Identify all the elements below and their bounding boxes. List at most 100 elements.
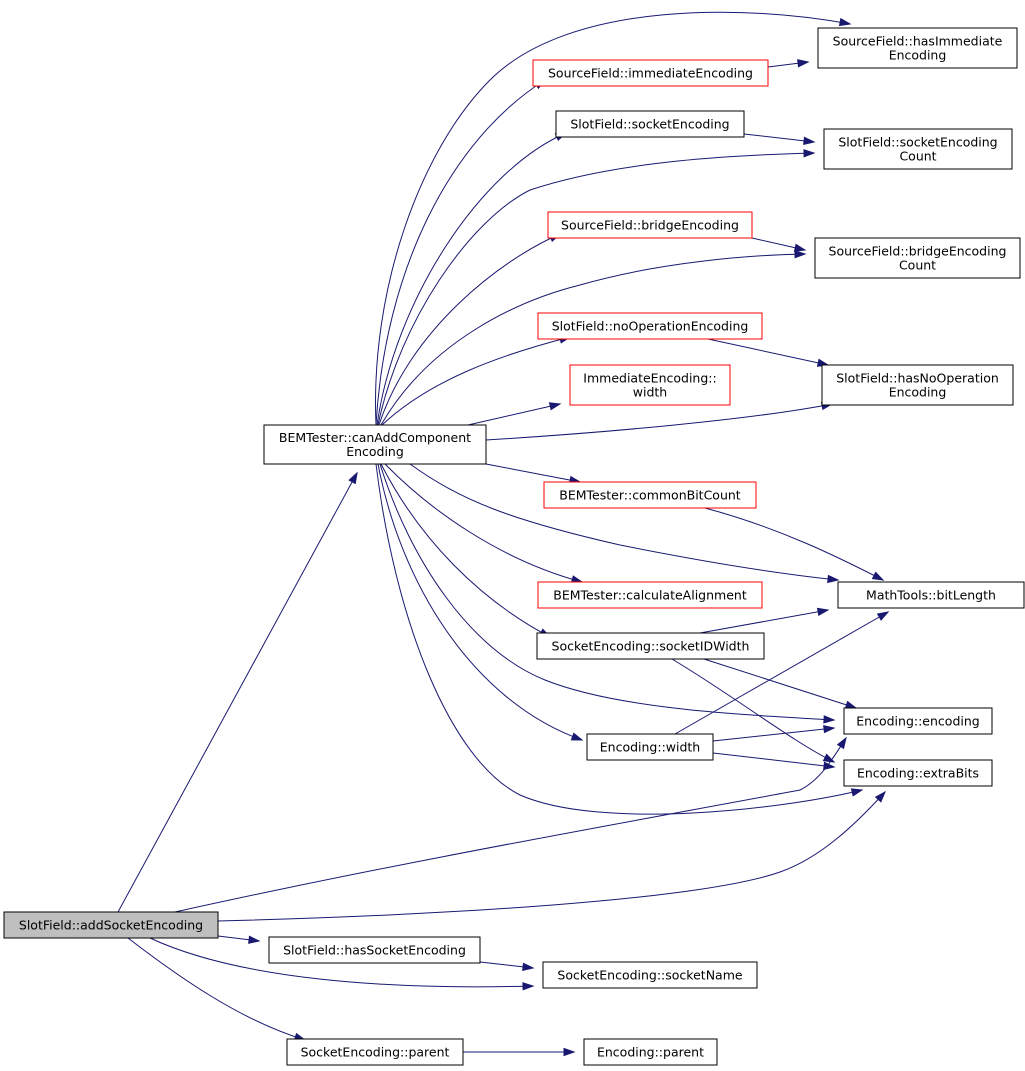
node-label: SourceField::bridgeEncoding	[829, 244, 1007, 259]
nodes-layer: SlotField::addSocketEncoding BEMTester::c…	[3, 27, 1025, 1066]
node-box	[586, 733, 714, 761]
node-box	[543, 481, 757, 509]
node-socketParent[interactable]: SocketEncoding::parent	[286, 1038, 464, 1066]
edge-socketIDWidth-to-encodingEncoding	[703, 658, 858, 709]
edge-encodingWidth-to-extraBits	[712, 752, 836, 770]
edge-canAddComponent-to-hasImmediate	[375, 11, 852, 426]
node-label: SourceField::bridgeEncoding	[561, 218, 739, 233]
node-label: SocketEncoding::socketIDWidth	[552, 639, 750, 654]
edge-canAddComponent-to-encodingWidth	[377, 463, 584, 741]
arrowhead	[803, 136, 816, 145]
node-box	[263, 424, 487, 465]
node-box	[286, 1038, 464, 1066]
node-immediateEncoding[interactable]: SourceField::immediateEncoding	[532, 59, 769, 87]
edge-commonBitCount-to-bitLength	[704, 507, 885, 581]
edge-canAddComponent-to-immediateEncoding	[375, 79, 547, 426]
node-box	[542, 961, 758, 989]
node-bridgeEncoding[interactable]: SourceField::bridgeEncoding	[547, 211, 753, 239]
node-label: SlotField::socketEncoding	[838, 135, 997, 150]
arrowhead	[803, 149, 816, 158]
arrowhead	[794, 249, 807, 259]
node-label: Count	[899, 149, 936, 164]
arrowhead	[827, 574, 840, 584]
edges-layer	[117, 11, 890, 1057]
node-hasSocketEncoding[interactable]: SlotField::hasSocketEncoding	[268, 936, 481, 964]
arrowhead	[522, 962, 535, 971]
node-box	[817, 27, 1018, 69]
node-label: Encoding::extraBits	[857, 766, 979, 781]
node-socketEncoding[interactable]: SlotField::socketEncoding	[555, 110, 745, 138]
node-label: MathTools::bitLength	[866, 588, 996, 603]
edge-socketEncoding-to-socketEncodingCount	[743, 133, 816, 145]
arrowhead	[823, 724, 836, 734]
edge-canAddComponent-to-bitLength	[409, 463, 840, 584]
arrowhead	[348, 471, 358, 485]
edge-addSocketEncoding-to-hasSocketEncoding	[217, 935, 261, 944]
node-box	[814, 237, 1021, 279]
arrowhead	[838, 17, 852, 27]
node-socketName[interactable]: SocketEncoding::socketName	[542, 961, 758, 989]
node-label: Count	[899, 258, 936, 273]
arrowhead	[871, 571, 885, 581]
node-label: SocketEncoding::socketName	[557, 968, 742, 983]
node-bitLength[interactable]: MathTools::bitLength	[837, 581, 1025, 609]
arrowhead	[850, 788, 864, 797]
edge-bridgeEncoding-to-bridgeEncodingCount	[751, 237, 807, 252]
node-box	[268, 936, 481, 964]
node-box	[536, 632, 765, 660]
node-addSocketEncoding[interactable]: SlotField::addSocketEncoding	[3, 911, 219, 939]
node-calculateAlignment[interactable]: BEMTester::calculateAlignment	[537, 581, 763, 609]
edge-noOperationEncoding-to-hasNoOperation	[707, 338, 830, 367]
node-label: SocketEncoding::parent	[301, 1045, 450, 1060]
node-label: width	[633, 385, 667, 400]
node-box	[843, 707, 993, 735]
edge-encodingWidth-to-encodingEncoding	[712, 724, 836, 742]
edge-addSocketEncoding-to-canAddComponent	[117, 471, 358, 913]
node-encodingWidth[interactable]: Encoding::width	[586, 733, 714, 761]
arrowhead	[548, 402, 562, 411]
edge-addSocketEncoding-to-extraBits	[217, 790, 887, 922]
arrowhead	[874, 790, 887, 803]
node-extraBits[interactable]: Encoding::extraBits	[843, 759, 993, 787]
edge-socketIDWidth-to-bitLength	[699, 607, 830, 634]
arrowhead	[797, 59, 810, 68]
node-label: SlotField::addSocketEncoding	[19, 918, 203, 933]
arrowhead	[876, 611, 890, 621]
arrowhead	[816, 607, 830, 616]
edge-encodingWidth-to-bitLength	[674, 611, 890, 735]
edge-addSocketEncoding-to-encodingEncoding	[174, 736, 847, 913]
node-label: SourceField::immediateEncoding	[548, 66, 753, 81]
node-label: SlotField::hasSocketEncoding	[283, 943, 466, 958]
node-encodingEncoding[interactable]: Encoding::encoding	[843, 707, 993, 735]
node-noOperationEncoding[interactable]: SlotField::noOperationEncoding	[537, 312, 763, 340]
arrowhead	[248, 935, 261, 944]
edge-canAddComponent-to-socketEncodingCount	[377, 149, 816, 426]
node-box	[555, 110, 745, 138]
arrowhead	[563, 1047, 576, 1057]
node-socketIDWidth[interactable]: SocketEncoding::socketIDWidth	[536, 632, 765, 660]
arrowhead	[823, 761, 836, 770]
edge-immediateEncoding-to-hasImmediate	[767, 59, 810, 68]
node-immediateWidth[interactable]: ImmediateEncoding::width	[569, 364, 731, 406]
node-label: BEMTester::commonBitCount	[559, 488, 741, 503]
node-box	[843, 759, 993, 787]
node-encodingParent[interactable]: Encoding::parent	[583, 1038, 718, 1066]
edge-canAddComponent-to-socketEncoding	[376, 132, 568, 426]
node-box	[3, 911, 219, 939]
node-label: Encoding	[346, 444, 404, 459]
edge-canAddComponent-to-extraBits	[375, 463, 864, 815]
node-label: Encoding	[889, 48, 947, 63]
arrowhead	[844, 700, 858, 709]
node-box	[547, 211, 753, 239]
node-box	[537, 312, 763, 340]
arrowhead	[570, 732, 584, 741]
node-commonBitCount[interactable]: BEMTester::commonBitCount	[543, 481, 757, 509]
arrowhead	[836, 736, 847, 750]
node-label: SlotField::socketEncoding	[570, 117, 729, 132]
